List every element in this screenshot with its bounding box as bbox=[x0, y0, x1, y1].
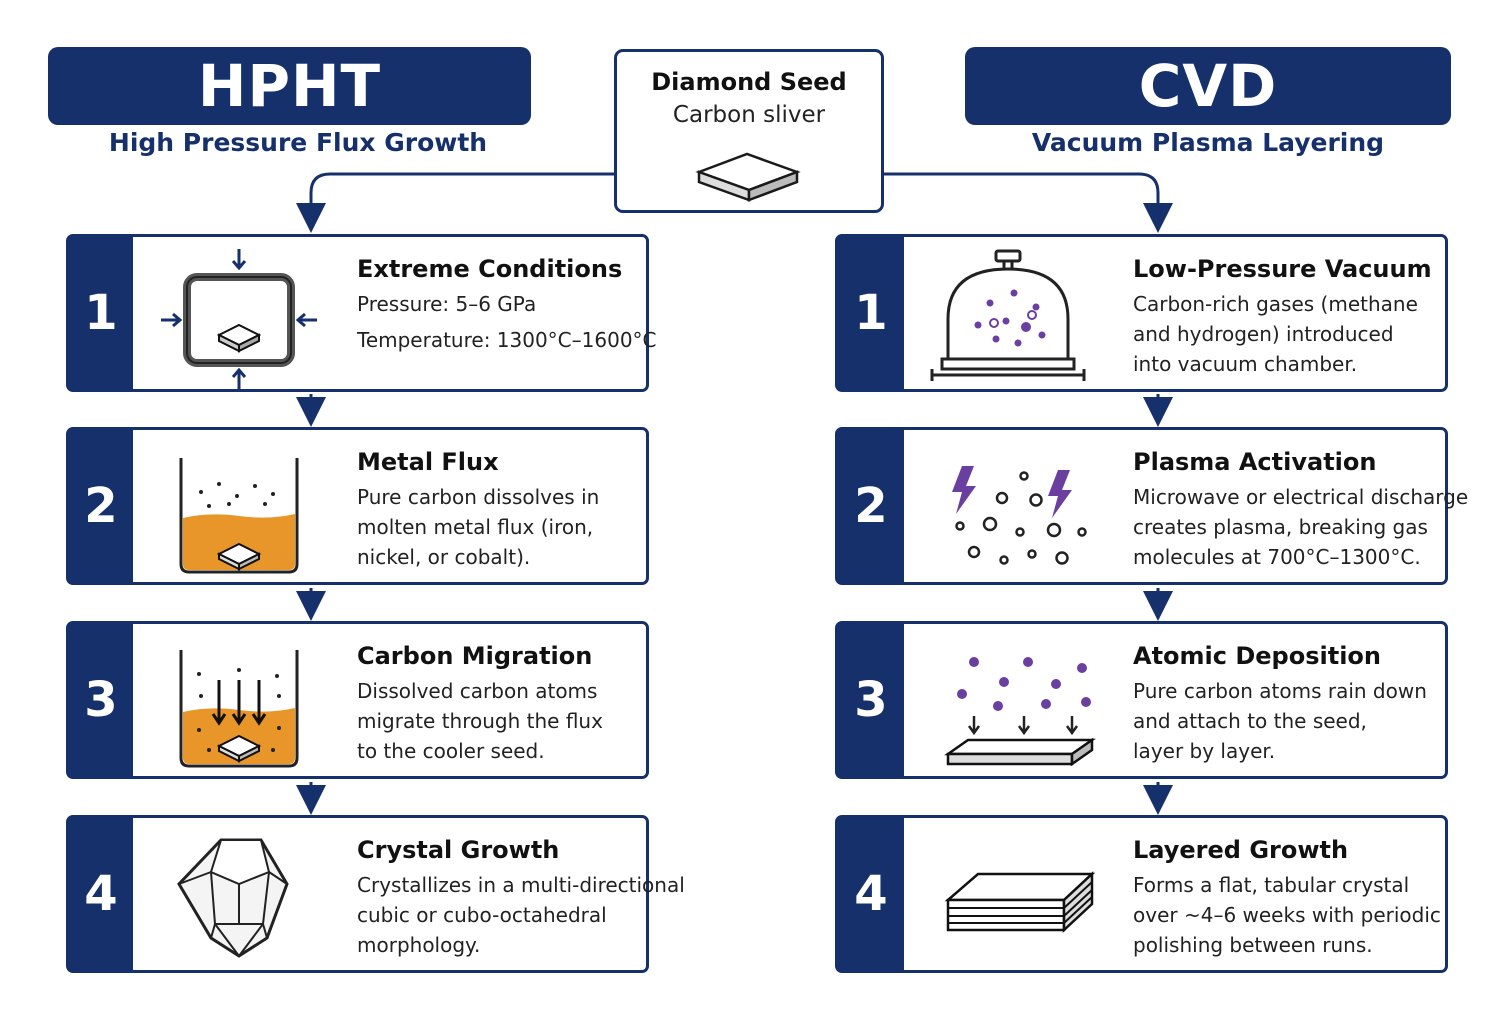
step-line: cubic or cubo-octahedral bbox=[357, 903, 607, 927]
molten-flux-icon bbox=[179, 458, 299, 574]
cvd-step-2: 2 Plasma Activation Microwave or electri… bbox=[835, 427, 1469, 585]
step-line: and attach to the seed, bbox=[1133, 709, 1367, 733]
step-number: 4 bbox=[838, 818, 904, 970]
step-line: Pure carbon atoms rain down bbox=[1133, 679, 1427, 703]
step-title: Metal Flux bbox=[357, 448, 499, 476]
step-line: migrate through the flux bbox=[357, 709, 603, 733]
hpht-header: HPHT bbox=[48, 47, 531, 125]
step-line: Pressure: 5–6 GPa bbox=[357, 292, 537, 316]
hpht-step-4: 4 Crystal Growth Crystallizes in a multi… bbox=[66, 815, 685, 973]
step-number: 3 bbox=[838, 624, 904, 776]
cvd-header: CVD bbox=[965, 47, 1451, 125]
step-line: molecules at 700°C–1300°C. bbox=[1133, 545, 1421, 569]
step-number: 1 bbox=[69, 237, 133, 389]
step-title: Crystal Growth bbox=[357, 836, 560, 864]
step-line: Forms a flat, tabular crystal bbox=[1133, 873, 1410, 897]
step-title: Plasma Activation bbox=[1133, 448, 1377, 476]
diamond-seed-icon bbox=[695, 152, 801, 202]
vacuum-bell-jar-icon bbox=[930, 249, 1086, 381]
step-line: into vacuum chamber. bbox=[1133, 352, 1358, 376]
step-line: polishing between runs. bbox=[1133, 933, 1373, 957]
hpht-step-3: 3 Carbon Migration Dissolved carbon atom… bbox=[66, 621, 649, 779]
step-line: molten metal flux (iron, bbox=[357, 515, 594, 539]
step-line: Temperature: 1300°C–1600°C bbox=[357, 328, 657, 352]
hpht-subtitle: High Pressure Flux Growth bbox=[108, 128, 488, 157]
step-number: 2 bbox=[69, 430, 133, 582]
cvd-step-3: 3 Atomic Deposition Pure carbon atoms ra… bbox=[835, 621, 1448, 779]
step-number: 2 bbox=[838, 430, 904, 582]
cvd-step-1: 1 Low-Pressure Vacuum Carbon-rich gases … bbox=[835, 234, 1448, 392]
step-title: Atomic Deposition bbox=[1133, 642, 1382, 670]
step-line: Pure carbon dissolves in bbox=[357, 485, 600, 509]
step-number: 4 bbox=[69, 818, 133, 970]
atomic-deposition-icon bbox=[944, 657, 1096, 767]
diamond-seed-box: Diamond Seed Carbon sliver bbox=[614, 49, 884, 213]
seed-to-hpht-arrow bbox=[296, 172, 614, 233]
layered-plate-icon bbox=[944, 871, 1096, 933]
step-line: Dissolved carbon atoms bbox=[357, 679, 598, 703]
step-number: 1 bbox=[838, 237, 904, 389]
seed-title: Diamond Seed bbox=[651, 68, 847, 96]
step-line: morphology. bbox=[357, 933, 481, 957]
step-line: layer by layer. bbox=[1133, 739, 1276, 763]
step-line: to the cooler seed. bbox=[357, 739, 545, 763]
cvd-subtitle: Vacuum Plasma Layering bbox=[1031, 128, 1385, 157]
carbon-migration-icon bbox=[179, 650, 299, 768]
hpht-step-1: 1 Extreme Conditions Pressure: 5–6 GPa T… bbox=[66, 234, 657, 392]
step-title: Low-Pressure Vacuum bbox=[1133, 255, 1432, 283]
step-line: and hydrogen) introduced bbox=[1133, 322, 1394, 346]
step-title: Layered Growth bbox=[1133, 836, 1349, 864]
cvd-step-4: 4 Layered Growth Forms a flat, tabular c… bbox=[835, 815, 1448, 973]
step-line: Microwave or electrical discharge bbox=[1133, 485, 1469, 509]
step-line: creates plasma, breaking gas bbox=[1133, 515, 1428, 539]
press-chamber-icon bbox=[161, 249, 317, 391]
step-number: 3 bbox=[69, 624, 133, 776]
seed-subtitle: Carbon sliver bbox=[672, 102, 826, 128]
step-line: over ~4–6 weeks with periodic bbox=[1133, 903, 1441, 927]
step-title: Extreme Conditions bbox=[357, 255, 623, 283]
step-title: Carbon Migration bbox=[357, 642, 593, 670]
step-line: Carbon-rich gases (methane bbox=[1133, 292, 1418, 316]
step-line: Crystallizes in a multi-directional bbox=[357, 873, 685, 897]
step-line: nickel, or cobalt). bbox=[357, 545, 531, 569]
seed-to-cvd-arrow bbox=[884, 172, 1173, 233]
hpht-step-2: 2 Metal Flux Pure carbon dissolves in mo… bbox=[66, 427, 649, 585]
plasma-lightning-icon bbox=[952, 466, 1087, 565]
octahedral-crystal-icon bbox=[177, 838, 289, 958]
